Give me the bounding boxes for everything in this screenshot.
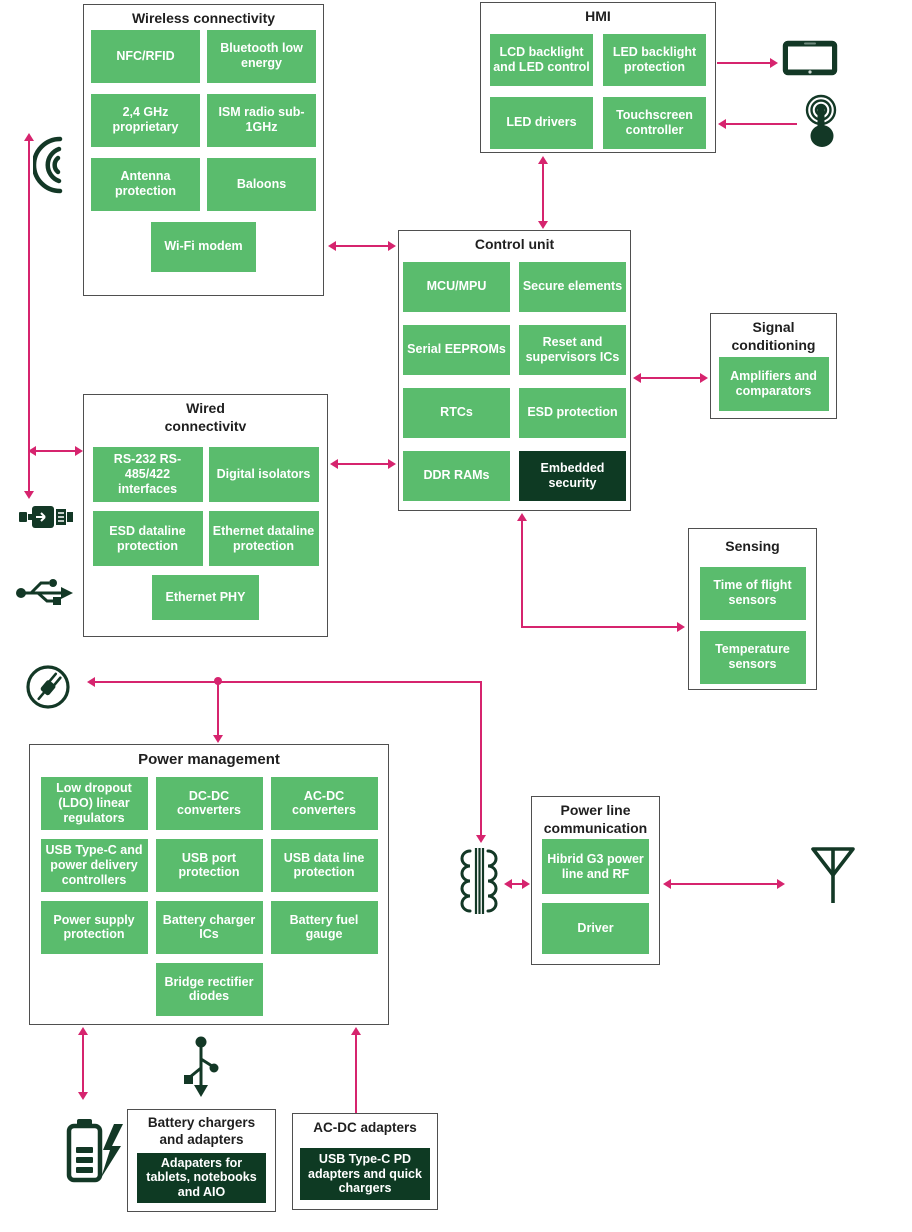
power-chip-grid: Low dropout (LDO) linear regulators DC-D… xyxy=(30,776,388,1016)
chip-power-supply-protection[interactable]: Power supply protection xyxy=(40,900,148,954)
acdc-adapters-box: AC-DC adapters USB Type-C PD adapters an… xyxy=(292,1113,438,1210)
chip-touchscreen-controller[interactable]: Touchscreen controller xyxy=(603,96,706,149)
power-plug-icon xyxy=(26,665,70,709)
chip-mcu-mpu[interactable]: MCU/MPU xyxy=(403,261,510,312)
usb-connector-icon xyxy=(19,506,73,528)
wired-connectivity-box: Wired connectivitv RS-232 RS-485/422 int… xyxy=(83,394,328,637)
power-line-communication-box: Power line communication Hibrid G3 power… xyxy=(531,796,660,965)
chip-reset-supervisors-ics[interactable]: Reset and supervisors ICs xyxy=(519,324,626,375)
acdc-chip-grid: USB Type-C PD adapters and quick charger… xyxy=(293,1147,437,1200)
touch-pointer-icon xyxy=(805,94,837,147)
chip-serial-eeproms[interactable]: Serial EEPROMs xyxy=(403,324,510,375)
usb-connector-down-icon xyxy=(184,1036,219,1097)
connector-plc-antenna xyxy=(663,879,785,889)
chip-ethernet-dataline-protection[interactable]: Ethernet dataline protection xyxy=(208,511,319,566)
wired-chip-grid: RS-232 RS-485/422 interfaces Digital iso… xyxy=(84,447,327,620)
wireless-waves-icon xyxy=(33,136,63,194)
power-line-communication-title: Power line communication xyxy=(543,802,648,836)
chip-digital-isolators[interactable]: Digital isolators xyxy=(208,447,319,502)
chip-dcdc-converters[interactable]: DC-DC converters xyxy=(155,776,263,830)
chip-usb-typec-pd-adapters[interactable]: USB Type-C PD adapters and quick charger… xyxy=(300,1147,430,1200)
chip-led-drivers[interactable]: LED drivers xyxy=(490,96,593,149)
hmi-chip-grid: LCD backlight and LED control LED backli… xyxy=(481,33,715,149)
connector-left-rf-double-arrow xyxy=(24,133,34,499)
chip-led-backlight-protection[interactable]: LED backlight protection xyxy=(603,33,706,86)
control-chip-grid: MCU/MPU Secure elements Serial EEPROMs R… xyxy=(399,261,630,501)
chip-time-of-flight-sensors[interactable]: Time of flight sensors xyxy=(699,566,806,620)
chip-ddr-rams[interactable]: DDR RAMs xyxy=(403,450,510,501)
plc-chip-grid: Hibrid G3 power line and RF Driver xyxy=(532,839,659,954)
chip-adapters-tablets-notebooks-aio[interactable]: Adapaters for tablets, notebooks and AIO xyxy=(137,1152,266,1203)
connector-mains-to-power xyxy=(213,682,223,743)
connector-transformer-plc xyxy=(504,879,530,889)
antenna-icon xyxy=(811,847,855,903)
chip-wifi-modem[interactable]: Wi-Fi modem xyxy=(151,221,256,272)
power-management-box: Power management Low dropout (LDO) linea… xyxy=(29,744,389,1025)
usb-symbol-icon xyxy=(16,579,73,605)
connector-control-sensing-vertical xyxy=(517,513,527,628)
connector-left-to-wired xyxy=(28,446,83,456)
chip-rs232-rs485-422-interfaces[interactable]: RS-232 RS-485/422 interfaces xyxy=(92,447,203,502)
hmi-title: HMI xyxy=(585,8,611,24)
chip-24ghz-proprietary[interactable]: 2,4 GHz proprietary xyxy=(91,93,200,147)
chip-usb-dataline-protection[interactable]: USB data line protection xyxy=(270,838,378,892)
connector-mains-to-transformer xyxy=(476,682,486,843)
tablet-icon xyxy=(782,40,838,76)
battery-charging-icon xyxy=(66,1119,123,1183)
connector-hmi-display xyxy=(717,58,778,68)
signal-conditioning-box: Signal conditioning Amplifiers and compa… xyxy=(710,313,837,419)
chip-bluetooth-low-energy[interactable]: Bluetooth low energy xyxy=(207,29,316,83)
chip-temperature-sensors[interactable]: Temperature sensors xyxy=(699,630,806,684)
wireless-chip-grid: NFC/RFID Bluetooth low energy 2,4 GHz pr… xyxy=(84,29,323,272)
chip-usb-typec-pd-controllers[interactable]: USB Type-C and power delivery controller… xyxy=(40,838,148,892)
connector-control-signal xyxy=(633,373,708,383)
connector-mains-line xyxy=(87,677,482,687)
chip-amplifiers-comparators[interactable]: Amplifiers and comparators xyxy=(718,357,829,411)
connector-hmi-control xyxy=(538,156,548,229)
power-management-title: Power management xyxy=(138,751,280,768)
chip-ism-radio-sub-1ghz[interactable]: ISM radio sub-1GHz xyxy=(207,93,316,147)
hmi-box: HMI LCD backlight and LED control LED ba… xyxy=(480,2,716,153)
signal-chip-grid: Amplifiers and comparators xyxy=(711,357,836,411)
connector-wireless-control xyxy=(328,241,396,251)
chip-esd-dataline-protection[interactable]: ESD dataline protection xyxy=(92,511,203,566)
battery-chargers-adapters-box: Battery chargers and adapters Adapaters … xyxy=(127,1109,276,1212)
control-unit-box: Control unit MCU/MPU Secure elements Ser… xyxy=(398,230,631,511)
chip-acdc-converters[interactable]: AC-DC converters xyxy=(270,776,378,830)
acdc-adapters-title: AC-DC adapters xyxy=(313,1120,417,1135)
chip-driver[interactable]: Driver xyxy=(542,903,649,954)
chip-bridge-rectifier-diodes[interactable]: Bridge rectifier diodes xyxy=(155,962,263,1016)
connector-wired-control xyxy=(330,459,396,469)
chip-battery-charger-ics[interactable]: Battery charger ICs xyxy=(155,900,263,954)
chip-hibrid-g3-powerline-rf[interactable]: Hibrid G3 power line and RF xyxy=(542,839,649,894)
chip-baloons[interactable]: Baloons xyxy=(207,157,316,211)
chip-battery-fuel-gauge[interactable]: Battery fuel gauge xyxy=(270,900,378,954)
chip-usb-port-protection[interactable]: USB port protection xyxy=(155,838,263,892)
chip-esd-protection[interactable]: ESD protection xyxy=(519,387,626,438)
connector-control-sensing-horizontal xyxy=(521,622,685,632)
chip-ldo-linear-regulators[interactable]: Low dropout (LDO) linear regulators xyxy=(40,776,148,830)
control-unit-title: Control unit xyxy=(474,236,555,252)
transformer-icon xyxy=(460,848,498,914)
chip-nfc-rfid[interactable]: NFC/RFID xyxy=(91,29,200,83)
chip-secure-elements[interactable]: Secure elements xyxy=(519,261,626,312)
connector-touch-hmi xyxy=(718,119,797,129)
connector-mains-junction xyxy=(214,677,222,685)
chip-ethernet-phy[interactable]: Ethernet PHY xyxy=(152,575,259,620)
sensing-box: Sensing Time of flight sensors Temperatu… xyxy=(688,528,817,690)
signal-conditioning-title: Signal conditioning xyxy=(731,319,816,353)
chip-antenna-protection[interactable]: Antenna protection xyxy=(91,157,200,211)
battery-chargers-chip-grid: Adapaters for tablets, notebooks and AIO xyxy=(128,1152,275,1203)
battery-chargers-adapters-title: Battery chargers and adapters xyxy=(147,1115,256,1147)
sensing-title: Sensing xyxy=(725,538,780,554)
chip-rtcs[interactable]: RTCs xyxy=(403,387,510,438)
connector-acdc-power xyxy=(351,1027,361,1113)
connector-power-battery xyxy=(78,1027,88,1100)
chip-embedded-security[interactable]: Embedded security xyxy=(519,450,626,501)
wired-connectivity-title: Wired connectivitv xyxy=(164,400,247,434)
chip-lcd-backlight-led-control[interactable]: LCD backlight and LED control xyxy=(490,33,593,86)
wireless-connectivity-title: Wireless connectivity xyxy=(131,10,276,26)
sensing-chip-grid: Time of flight sensors Temperature senso… xyxy=(689,566,816,684)
wireless-connectivity-box: Wireless connectivity NFC/RFID Bluetooth… xyxy=(83,4,324,296)
